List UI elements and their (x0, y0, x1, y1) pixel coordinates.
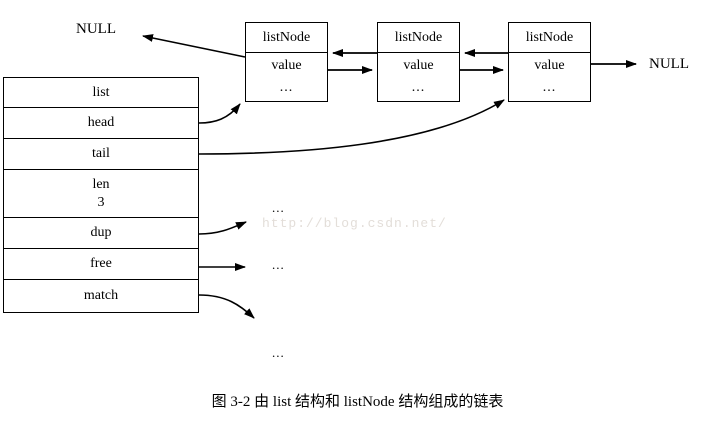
list-struct-title: list (4, 78, 198, 108)
null-terminator-right: NULL (649, 56, 689, 72)
null-terminator-left: NULL (76, 21, 116, 37)
listnode-1-title: listNode (246, 23, 327, 53)
listnode-2-title-label: listNode (394, 29, 443, 45)
listnode-1-title-label: listNode (262, 29, 311, 45)
listnode-1-body: value ... (246, 53, 327, 101)
edge-head-to-node1 (198, 103, 241, 124)
listnode-3-ellipsis: ... (542, 80, 557, 95)
list-field-dup-label: dup (90, 225, 112, 240)
listnode-3-value-label: value (534, 58, 565, 73)
watermark-text: http://blog.csdn.net/ (262, 216, 447, 231)
edge-node1-prev-to-null (142, 34, 246, 58)
list-field-len: len 3 (4, 170, 198, 218)
listnode-3-body: value ... (509, 53, 590, 101)
listnode-2-value-label: value (403, 58, 434, 73)
list-struct-title-label: list (92, 84, 110, 100)
callback-target-match: ... (272, 345, 285, 360)
listnode-3-title: listNode (509, 23, 590, 53)
listnode-1-ellipsis: ... (279, 80, 294, 95)
list-struct-box: list head tail len 3 dup free match (3, 77, 199, 313)
callback-target-free: ... (272, 257, 285, 272)
list-field-head: head (4, 108, 198, 139)
list-field-head-label: head (87, 115, 115, 130)
listnode-box-2: listNode value ... (377, 22, 460, 102)
listnode-1-value-label: value (271, 58, 302, 73)
edge-dup-to-target (198, 221, 247, 235)
list-field-match-label: match (83, 288, 119, 303)
edge-match-to-target (198, 294, 255, 319)
list-field-len-value: 3 (97, 194, 105, 210)
edge-tail-to-node3 (198, 99, 505, 155)
list-field-tail: tail (4, 139, 198, 170)
list-field-len-label: len (92, 176, 110, 192)
list-field-free-label: free (90, 256, 112, 271)
listnode-box-1: listNode value ... (245, 22, 328, 102)
listnode-2-title: listNode (378, 23, 459, 53)
listnode-2-ellipsis: ... (411, 80, 426, 95)
listnode-2-body: value ... (378, 53, 459, 101)
list-field-tail-label: tail (92, 146, 110, 161)
callback-target-dup: ... (272, 200, 285, 215)
figure-caption: 图 3-2 由 list 结构和 listNode 结构组成的链表 (211, 394, 504, 410)
list-field-match: match (4, 280, 198, 312)
listnode-3-title-label: listNode (525, 29, 574, 45)
listnode-box-3: listNode value ... (508, 22, 591, 102)
list-field-dup: dup (4, 218, 198, 249)
list-field-free: free (4, 249, 198, 280)
